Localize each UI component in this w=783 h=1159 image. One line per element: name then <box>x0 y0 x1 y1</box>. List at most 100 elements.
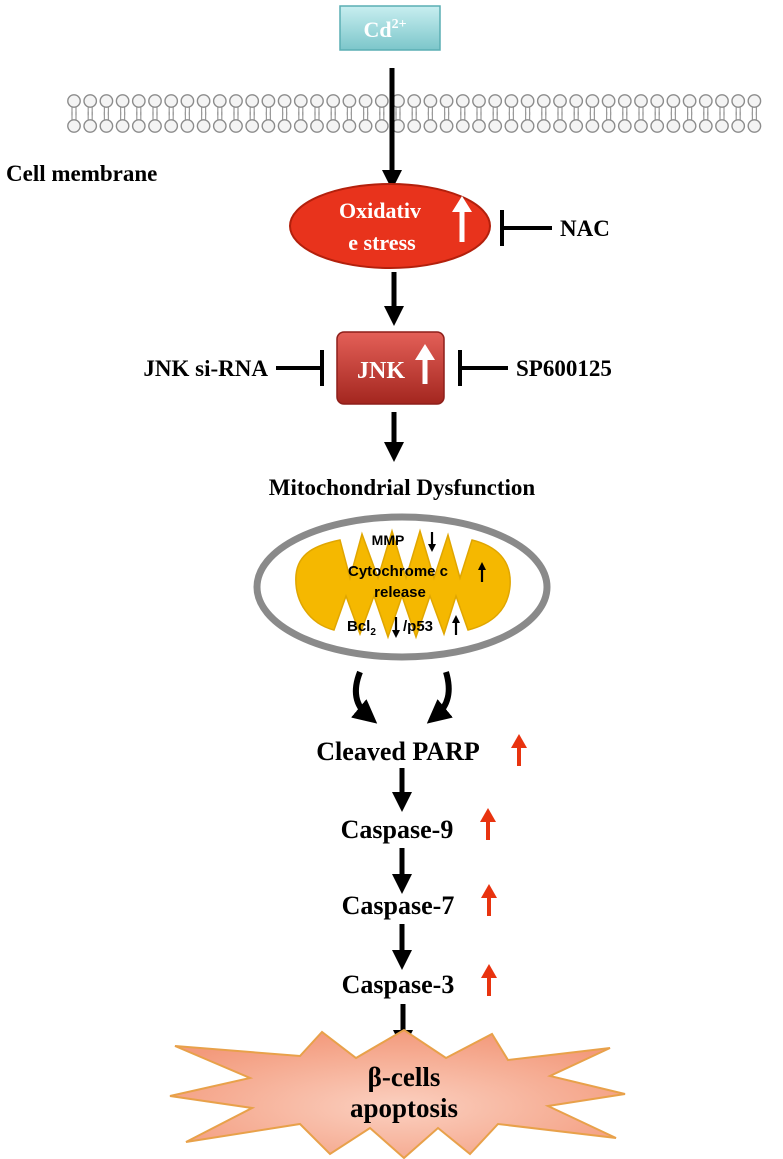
lipid-tail <box>476 111 482 120</box>
apoptosis-burst: β-cells apoptosis <box>169 1028 626 1159</box>
lipid-head <box>67 119 81 133</box>
curved-arrow-right <box>426 671 453 724</box>
cytochrome-label-line1: Cytochrome c <box>348 563 448 580</box>
bcl2-label: Bcl2 <box>347 618 376 638</box>
lipid-head <box>650 94 665 108</box>
p53-label: /p53 <box>403 618 433 635</box>
lipid-head <box>342 94 357 108</box>
lipid-head <box>115 94 130 108</box>
lipid-head <box>553 94 567 108</box>
lipid-tail <box>687 111 693 120</box>
mitochondrion-cristae <box>295 528 511 640</box>
lipid-head <box>131 94 146 108</box>
lipid-tail <box>719 111 725 120</box>
lipid-head <box>666 119 681 133</box>
lipid-head <box>455 94 470 108</box>
cleaved-parp-label: Cleaved PARP <box>316 737 480 766</box>
lipid-tail <box>298 111 304 120</box>
apoptosis-line1: β-cells <box>368 1062 441 1092</box>
lipid-head <box>553 119 567 133</box>
jnk-sirna-label: JNK si-RNA <box>143 356 268 381</box>
lipid-head <box>196 119 211 133</box>
oxidative-stress-node: Oxidativ e stress <box>289 183 491 269</box>
cytochrome-label-line2: release <box>374 584 426 601</box>
lipid-head <box>439 94 454 108</box>
lipid-tail <box>330 111 336 120</box>
lipid-head <box>245 119 260 133</box>
lipid-tail <box>589 111 595 120</box>
cadmium-ion-box: Cd2+ <box>339 5 441 51</box>
lipid-head <box>164 119 179 133</box>
lipid-tail <box>282 111 288 120</box>
caspase-7-label: Caspase-7 <box>342 891 455 920</box>
lipid-head <box>115 119 130 133</box>
lipid-head <box>682 119 697 133</box>
oxidative-line2: e stress <box>348 230 416 255</box>
lipid-head <box>731 94 746 108</box>
oxidative-line1: Oxidativ <box>339 198 421 223</box>
lipid-tail <box>201 111 207 120</box>
lipid-head <box>99 119 114 133</box>
lipid-head <box>229 94 243 108</box>
lipid-head <box>585 119 600 133</box>
lipid-tail <box>71 111 77 120</box>
lipid-head <box>310 94 324 108</box>
down-arrow-icon <box>428 532 436 552</box>
lipid-tail <box>557 111 563 120</box>
red-up-arrow-icon <box>481 884 497 916</box>
cell-membrane-bilayer <box>67 94 762 133</box>
lipid-head <box>715 94 729 108</box>
lipid-head <box>342 119 357 133</box>
lipid-head <box>229 119 243 133</box>
lipid-tail <box>751 111 757 120</box>
lipid-head <box>650 119 665 133</box>
mitochondrion: MMP Cytochrome c release Bcl2 /p53 <box>253 513 551 661</box>
lipid-tail <box>444 111 450 120</box>
lipid-head <box>569 119 584 133</box>
lipid-head <box>374 119 389 133</box>
lipid-tail <box>217 111 223 120</box>
lipid-tail <box>411 111 417 120</box>
lipid-tail <box>233 111 239 120</box>
lipid-head <box>407 119 422 133</box>
lipid-tail <box>395 111 401 120</box>
lipid-head <box>374 94 389 108</box>
lipid-tail <box>525 111 531 120</box>
lipid-tail <box>703 111 709 120</box>
lipid-tail <box>249 111 255 120</box>
lipid-head <box>504 94 519 108</box>
lipid-tail <box>735 111 741 120</box>
lipid-head <box>310 119 324 133</box>
down-arrow-icon <box>392 617 400 638</box>
lipid-head <box>423 94 438 108</box>
cell-membrane-label: Cell membrane <box>6 161 157 186</box>
lipid-head <box>488 119 503 133</box>
svg-text:Cd2+: Cd2+ <box>363 17 406 42</box>
lipid-head <box>212 119 227 133</box>
lipid-head <box>601 119 616 133</box>
nac-label: NAC <box>560 216 610 241</box>
lipid-tail <box>314 111 320 120</box>
lipid-tail <box>346 111 352 120</box>
lipid-head <box>747 94 762 108</box>
lipid-tail <box>654 111 660 120</box>
jnk-sirna-inhibition <box>276 350 324 386</box>
lipid-head <box>293 119 308 133</box>
lipid-tail <box>670 111 676 120</box>
jnk-label: JNK <box>357 358 405 384</box>
lipid-head <box>407 94 422 108</box>
lipid-head <box>569 94 584 108</box>
lipid-head <box>326 94 341 108</box>
lipid-tail <box>606 111 612 120</box>
up-arrow-icon <box>452 615 460 635</box>
lipid-head <box>180 119 195 133</box>
curved-arrow-left <box>351 670 378 724</box>
lipid-tail <box>573 111 579 120</box>
lipid-head <box>682 94 697 108</box>
lipid-head <box>698 94 713 108</box>
caspase-9-label: Caspase-9 <box>341 815 454 844</box>
lipid-head <box>131 119 146 133</box>
lipid-tail <box>541 111 547 120</box>
lipid-head <box>439 119 454 133</box>
ion-charge: 2+ <box>392 17 407 32</box>
